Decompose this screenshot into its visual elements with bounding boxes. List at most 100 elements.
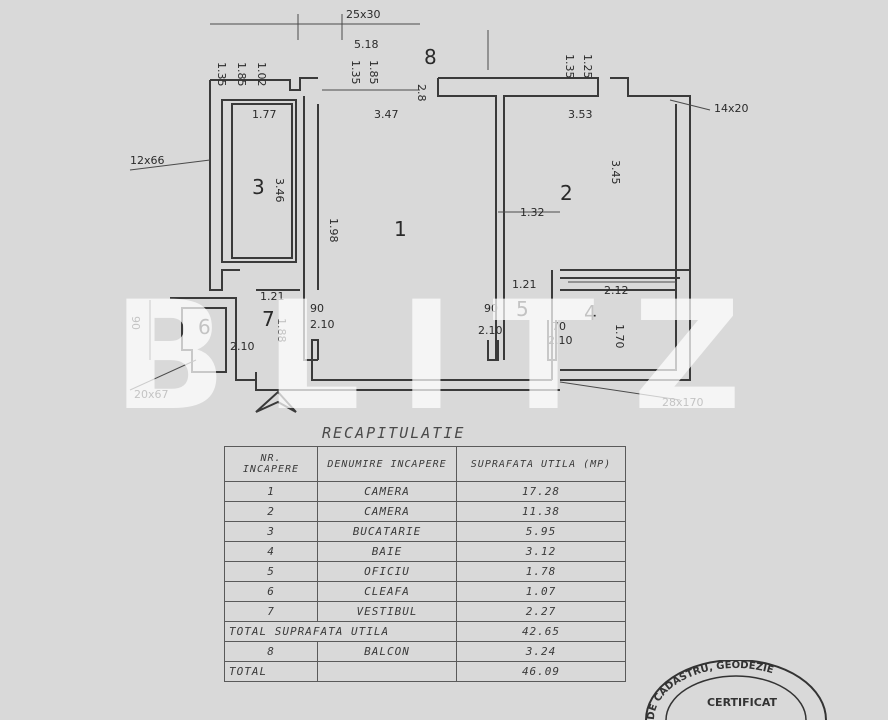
balcon-row: 8 BALCON 3.24	[224, 641, 626, 662]
dim-label: 25x30	[346, 8, 381, 21]
dim-label: 2.10	[478, 324, 503, 337]
dim-label: 90	[310, 302, 324, 315]
total-utila-value: 42.65	[456, 621, 626, 642]
balcon-area: 3.24	[456, 641, 626, 662]
balcon-name: BALCON	[317, 641, 457, 662]
cell-nr: 6	[224, 581, 318, 602]
table-title: RECAPITULATIE	[322, 424, 466, 442]
cell-nr: 1	[224, 481, 318, 502]
cell-area: 2.27	[456, 601, 626, 622]
dim-label: 1.77	[252, 108, 277, 121]
cell-nr: 3	[224, 521, 318, 542]
dim-label: 3.45	[609, 160, 622, 185]
room-number-3: 3	[252, 175, 265, 199]
room-number-1: 1	[394, 217, 407, 241]
dim-label: 1.85	[235, 62, 248, 87]
stamp-ring-icon: DE CADASTRU, GEODEZIE	[645, 660, 827, 720]
cell-name: VESTIBUL	[317, 601, 457, 622]
cell-nr: 5	[224, 561, 318, 582]
walls	[170, 77, 691, 391]
dim-label: 90	[129, 316, 142, 330]
room-number-7: 7	[262, 307, 275, 331]
top-dimensions: 25x30 5.18 1.35 1.85 1.02 1.35 1.85 8 1.…	[215, 8, 594, 87]
dim-label: 2.12	[604, 284, 629, 297]
dim-label: 2.10	[310, 318, 335, 331]
dim-label: 1.98	[327, 218, 340, 243]
dim-label: 1.35	[563, 54, 576, 79]
header-nr: NR. INCAPERE	[224, 446, 318, 482]
cell-area: 17.28	[456, 481, 626, 502]
dim-label: 2.10	[230, 340, 255, 353]
total-row: TOTAL 46.09	[224, 661, 626, 682]
dim-label: 28x170	[662, 396, 704, 409]
dim-label: 3.53	[568, 108, 593, 121]
total-utila-row: TOTAL SUPRAFATA UTILA 42.65	[224, 621, 626, 642]
room-number-6: 6	[198, 315, 211, 339]
table-header-row: NR. INCAPERE DENUMIRE INCAPERE SUPRAFATA…	[224, 446, 626, 482]
dim-label: 14x20	[714, 102, 749, 115]
cell-name: CAMERA	[317, 481, 457, 502]
cell-nr: 2	[224, 501, 318, 522]
dim-label: 3.46	[273, 178, 286, 203]
dim-label: 1.21	[512, 278, 537, 291]
room-labels: 1 2 3 4 5 6 7	[198, 175, 597, 339]
room-number-4: 4	[584, 301, 597, 325]
cell-name: CAMERA	[317, 501, 457, 522]
cell-area: 5.95	[456, 521, 626, 542]
recapitulation-table: NR. INCAPERE DENUMIRE INCAPERE SUPRAFATA…	[224, 446, 626, 682]
table-row: 1 CAMERA 17.28	[224, 481, 626, 502]
dim-label: 5.18	[354, 38, 379, 51]
header-area: SUPRAFATA UTILA (MP)	[456, 446, 626, 482]
cell-name: BAIE	[317, 541, 457, 562]
table-row: 4 BAIE 3.12	[224, 541, 626, 562]
cell-area: 1.78	[456, 561, 626, 582]
dim-label: 1.88	[275, 318, 288, 343]
dim-label: 1.32	[520, 206, 545, 219]
total-label: TOTAL	[224, 661, 318, 682]
room-number-5: 5	[516, 297, 529, 321]
dim-label: 1.25	[581, 54, 594, 79]
dim-label: 20x67	[134, 388, 169, 401]
cadastre-stamp: DE CADASTRU, GEODEZIE CERTIFICAT	[636, 660, 836, 720]
cell-nr: 4	[224, 541, 318, 562]
dim-label: 2.10	[548, 334, 573, 347]
cell-name: BUCATARIE	[317, 521, 457, 542]
dim-label: 2.8	[415, 84, 428, 102]
table-row: 3 BUCATARIE 5.95	[224, 521, 626, 542]
dim-label: 1.70	[613, 324, 626, 349]
dim-label: 1.02	[255, 62, 268, 87]
table-row: 7 VESTIBUL 2.27	[224, 601, 626, 622]
inner-dimensions: 1.77 3.47 2.8 3.53 14x20 12x66 3.46 1.98…	[129, 84, 749, 409]
table-row: 5 OFICIU 1.78	[224, 561, 626, 582]
dim-label: 70	[552, 320, 566, 333]
cell-area: 3.12	[456, 541, 626, 562]
header-name: DENUMIRE INCAPERE	[317, 446, 457, 482]
cell-name: CLEAFA	[317, 581, 457, 602]
table-row: 2 CAMERA 11.38	[224, 501, 626, 522]
dim-label: 1.85	[367, 60, 380, 85]
cell-area: 11.38	[456, 501, 626, 522]
watermark-logo: BLITZ	[112, 270, 780, 444]
balcon-nr: 8	[224, 641, 318, 662]
dim-label: 1.35	[215, 62, 228, 87]
total-utila-label: TOTAL SUPRAFATA UTILA	[224, 621, 457, 642]
room-number-2: 2	[560, 181, 573, 205]
table-row: 6 CLEAFA 1.07	[224, 581, 626, 602]
dim-label: 1.35	[349, 60, 362, 85]
dim-label: 3.47	[374, 108, 399, 121]
cell-name: OFICIU	[317, 561, 457, 582]
svg-text:DE CADASTRU, GEODEZIE: DE CADASTRU, GEODEZIE	[646, 660, 775, 720]
room-number-8: 8	[424, 45, 437, 69]
cell-nr: 7	[224, 601, 318, 622]
total-value: 46.09	[456, 661, 626, 682]
cell-area: 1.07	[456, 581, 626, 602]
dim-label: 90	[484, 302, 498, 315]
dim-label: 12x66	[130, 154, 165, 167]
stamp-certificate-label: CERTIFICAT	[706, 696, 777, 709]
stamp-arc-text: DE CADASTRU, GEODEZIE	[646, 660, 775, 720]
dimension-lines	[129, 14, 711, 401]
north-arrow-icon	[255, 390, 297, 413]
dim-label: 1.21	[260, 290, 285, 303]
total-empty	[317, 661, 457, 682]
